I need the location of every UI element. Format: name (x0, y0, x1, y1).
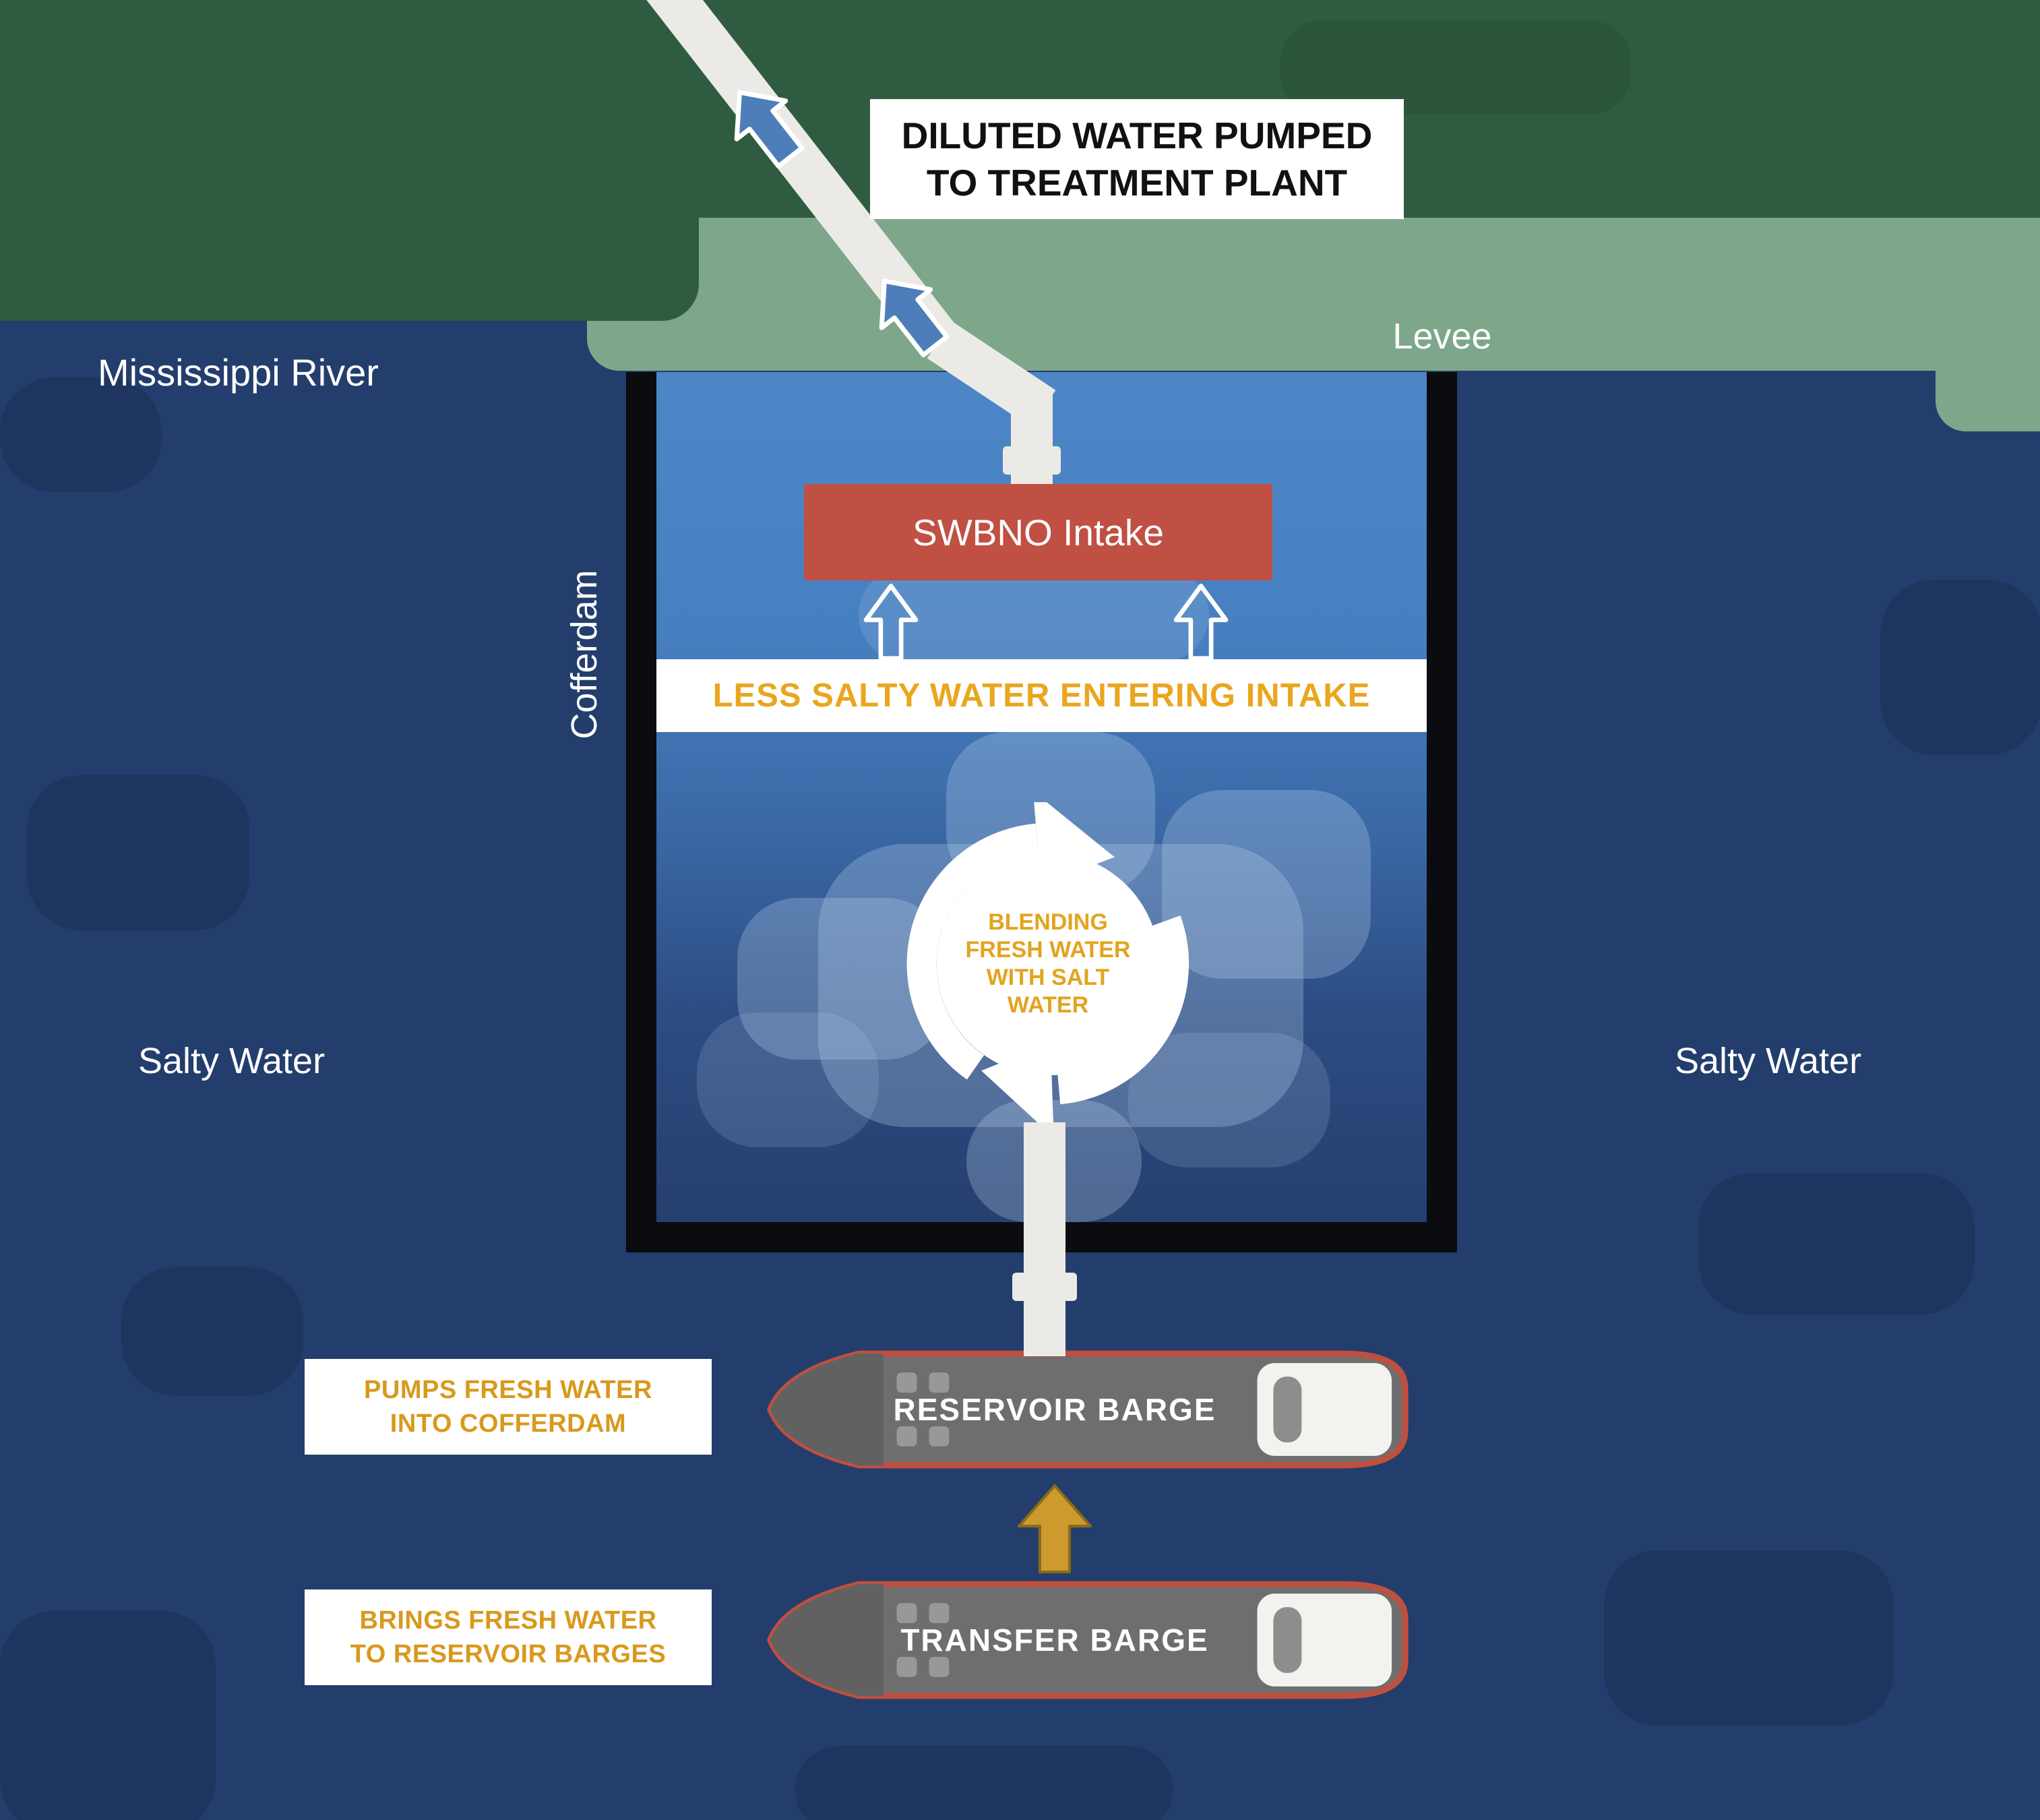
swbno-intake-box: SWBNO Intake (804, 484, 1272, 580)
outflow-pipe-stub (1011, 394, 1053, 492)
intake-flow-up-arrow-icon (863, 583, 919, 661)
flow-direction-arrow-icon (734, 90, 805, 169)
mississippi-river-label: Mississippi River (98, 351, 379, 394)
pipe-collar (1012, 1273, 1077, 1301)
blending-label-line: WATER (1007, 992, 1089, 1018)
transfer-barge-label: TRANSFER BARGE (900, 1622, 1209, 1658)
salty-water-left-label: Salty Water (138, 1041, 326, 1081)
water-texture-patch (795, 1746, 1173, 1820)
banner-line: DILUTED WATER PUMPED (901, 114, 1373, 156)
flow-direction-arrow-icon (879, 278, 950, 358)
note-line: BRINGS FRESH WATER (359, 1606, 657, 1635)
less-salty-label: LESS SALTY WATER ENTERING INTAKE (712, 677, 1371, 714)
transfer-up-arrow-icon (1018, 1484, 1092, 1573)
levee-strip (587, 218, 2040, 371)
cofferdam-label: Cofferdam (564, 570, 605, 739)
water-texture-patch (27, 775, 249, 930)
transfer-barge: TRANSFER BARGE (751, 1577, 1424, 1703)
note-line: TO RESERVOIR BARGES (350, 1640, 667, 1668)
salty-water-right-label: Salty Water (1675, 1041, 1862, 1081)
transfer-barge-note: BRINGS FRESH WATER TO RESERVOIR BARGES (305, 1589, 712, 1685)
barge-hull-icon (767, 1350, 1409, 1469)
note-line: INTO COFFERDAM (390, 1409, 627, 1438)
blending-cycle: BLENDING FRESH WATER WITH SALT WATER (886, 791, 1210, 1138)
barge-hull-icon (767, 1581, 1409, 1699)
swbno-intake-label: SWBNO Intake (913, 511, 1164, 553)
pipe-collar (1003, 446, 1061, 475)
blending-label-line: BLENDING (988, 909, 1108, 936)
land-area-left (0, 0, 699, 321)
water-texture-patch (121, 1267, 303, 1395)
reservoir-barge: RESERVOIR BARGE (751, 1347, 1424, 1472)
diluted-water-banner: DILUTED WATER PUMPED TO TREATMENT PLANT (870, 99, 1404, 219)
water-texture-patch (0, 1611, 216, 1820)
water-texture-patch (1604, 1550, 1894, 1726)
water-texture-patch (1698, 1173, 1975, 1314)
water-texture-patch (1880, 580, 2040, 755)
land-texture-patch (1280, 20, 1631, 115)
fresh-water-plume (1162, 790, 1371, 979)
reservoir-barge-label: RESERVOIR BARGE (893, 1392, 1216, 1427)
cycle-arrows-icon (906, 791, 1189, 1138)
fresh-water-plume (1128, 1033, 1330, 1167)
water-texture-patch (0, 377, 162, 492)
blending-label: BLENDING FRESH WATER WITH SALT WATER (886, 802, 1210, 1126)
banner-line: TO TREATMENT PLANT (926, 162, 1348, 204)
reservoir-barge-note: PUMPS FRESH WATER INTO COFFERDAM (305, 1359, 712, 1455)
barge-supply-pipe (1024, 1122, 1065, 1356)
blending-label-line: WITH SALT (986, 965, 1110, 990)
levee-label: Levee (1392, 316, 1492, 357)
levee-strip-notch (1936, 364, 2040, 431)
less-salty-band: LESS SALTY WATER ENTERING INTAKE (656, 659, 1427, 732)
blending-label-line: FRESH WATER (965, 937, 1131, 963)
fresh-water-plume (859, 568, 1209, 662)
fresh-water-plume (697, 1012, 879, 1147)
intake-flow-up-arrow-icon (1173, 583, 1229, 661)
note-line: PUMPS FRESH WATER (364, 1375, 652, 1404)
